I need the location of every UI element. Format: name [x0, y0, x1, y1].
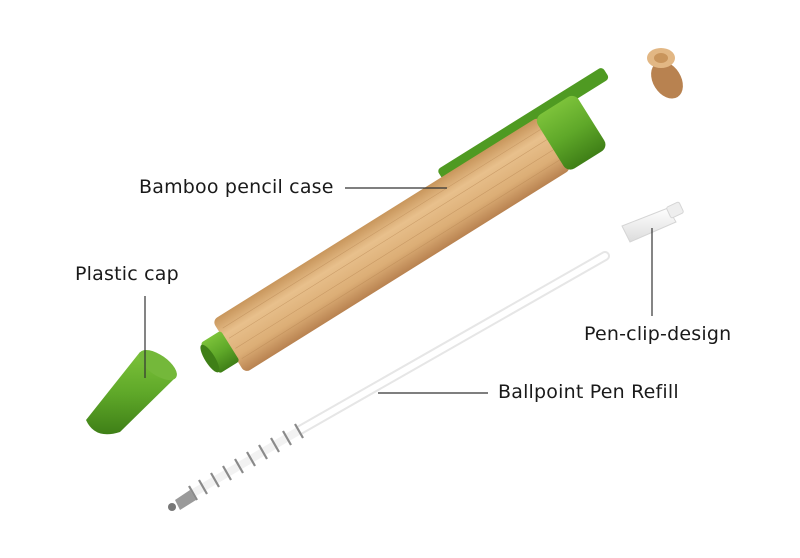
ballpoint-refill	[168, 251, 610, 511]
pen-clip-design-part	[621, 201, 684, 243]
label-plastic-cap: Plastic cap	[75, 263, 179, 285]
wooden-knob	[647, 48, 683, 99]
plastic-cap	[86, 349, 177, 435]
threaded-tip	[201, 331, 239, 373]
bamboo-barrel	[200, 95, 606, 373]
pen-clip	[438, 68, 609, 181]
label-bamboo-pencil-case: Bamboo pencil case	[139, 176, 334, 198]
green-top-ring	[536, 95, 606, 170]
label-pen-clip-design: Pen-clip-design	[584, 323, 732, 345]
label-ballpoint-pen-refill: Ballpoint Pen Refill	[498, 381, 679, 403]
spring	[188, 423, 304, 501]
leader-lines	[144, 187, 653, 394]
